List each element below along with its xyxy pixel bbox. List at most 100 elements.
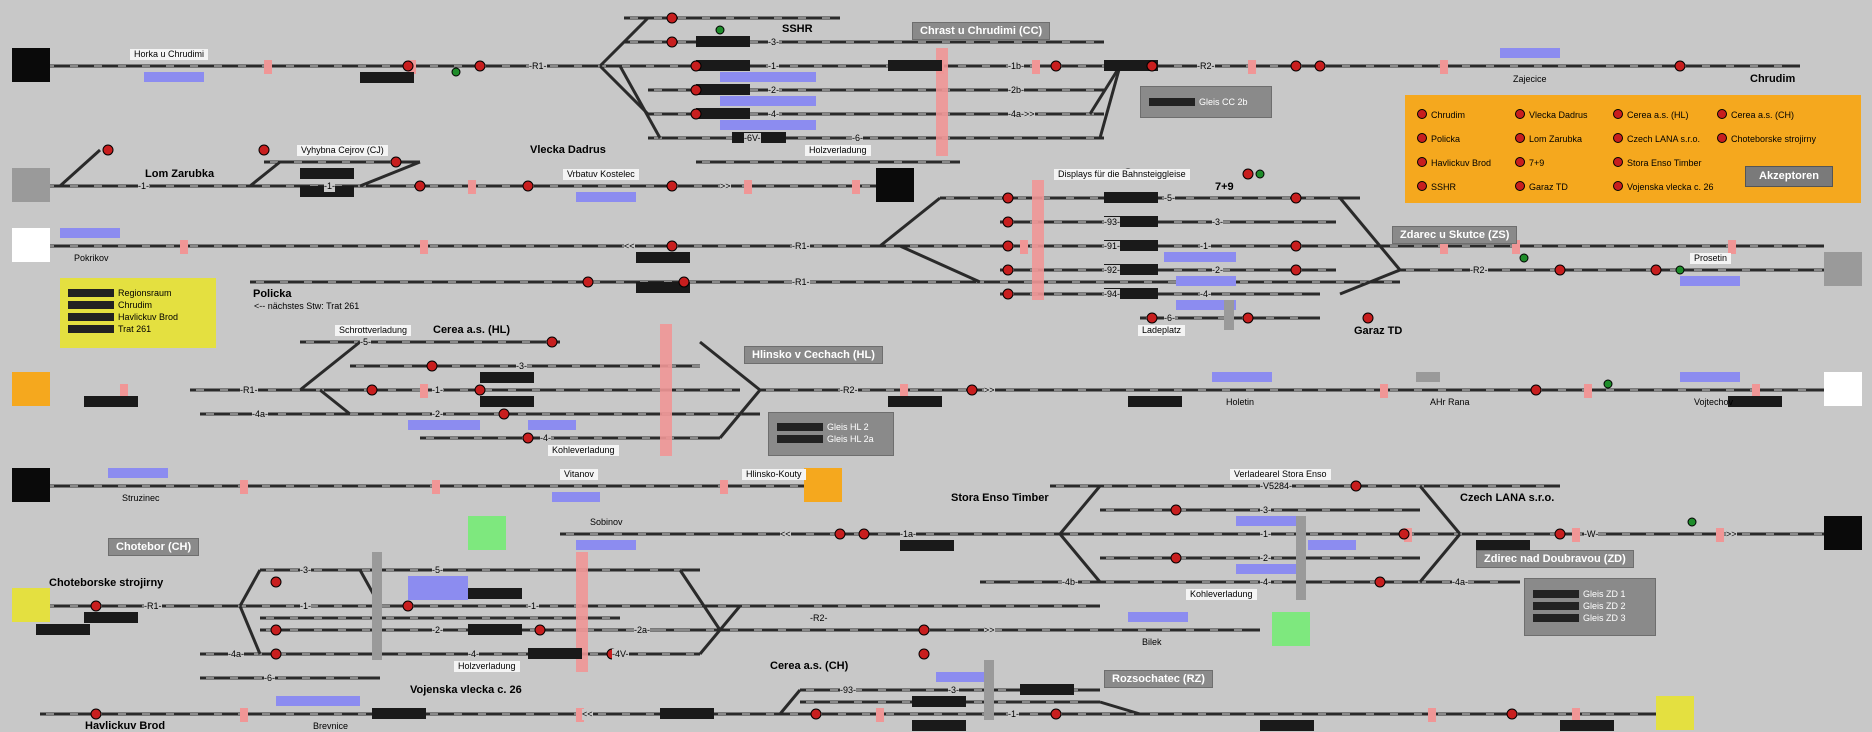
- signal-icon[interactable]: [270, 624, 282, 636]
- switch-segment[interactable]: [698, 605, 742, 655]
- switch-segment[interactable]: [58, 148, 102, 188]
- signal-icon[interactable]: [1530, 384, 1542, 396]
- signal-icon[interactable]: [522, 180, 534, 192]
- signal-icon[interactable]: [918, 648, 930, 660]
- signal-icon[interactable]: [1050, 60, 1062, 72]
- switch-segment[interactable]: [1058, 533, 1102, 583]
- signal-icon[interactable]: [366, 384, 378, 396]
- acceptor-item[interactable]: 7+9: [1515, 157, 1544, 168]
- station-hlinsko[interactable]: Hlinsko v Cechach (HL): [744, 346, 883, 364]
- signal-icon[interactable]: [1519, 253, 1529, 263]
- switch-segment[interactable]: [899, 244, 981, 284]
- signal-icon[interactable]: [498, 408, 510, 420]
- station-zdarec-skutce[interactable]: Zdarec u Skutce (ZS): [1392, 226, 1518, 244]
- switch-segment[interactable]: [1088, 65, 1122, 115]
- signal-icon[interactable]: [1050, 708, 1062, 720]
- acceptor-item[interactable]: Cerea a.s. (CH): [1717, 109, 1794, 120]
- switch-segment[interactable]: [699, 340, 761, 392]
- signal-icon[interactable]: [451, 67, 461, 77]
- signal-icon[interactable]: [1255, 169, 1265, 179]
- signal-icon[interactable]: [1650, 264, 1662, 276]
- signal-icon[interactable]: [1290, 264, 1302, 276]
- switch-segment[interactable]: [618, 65, 662, 139]
- switch-segment[interactable]: [249, 160, 281, 188]
- signal-icon[interactable]: [102, 144, 114, 156]
- switch-segment[interactable]: [238, 605, 262, 655]
- signal-icon[interactable]: [690, 60, 702, 72]
- switch-segment[interactable]: [1418, 485, 1462, 535]
- acceptor-item[interactable]: SSHR: [1417, 181, 1456, 192]
- acceptor-item[interactable]: Vlecka Dadrus: [1515, 109, 1588, 120]
- signal-icon[interactable]: [666, 240, 678, 252]
- switch-segment[interactable]: [678, 569, 722, 631]
- signal-icon[interactable]: [1290, 60, 1302, 72]
- signal-icon[interactable]: [546, 336, 558, 348]
- acceptor-item[interactable]: Garaz TD: [1515, 181, 1568, 192]
- signal-icon[interactable]: [1603, 379, 1613, 389]
- signal-icon[interactable]: [90, 708, 102, 720]
- signal-icon[interactable]: [402, 600, 414, 612]
- signal-icon[interactable]: [1554, 528, 1566, 540]
- region-row[interactable]: Havlickuv Brod: [68, 312, 178, 322]
- signal-icon[interactable]: [1170, 504, 1182, 516]
- switch-segment[interactable]: [778, 689, 802, 715]
- signal-icon[interactable]: [1002, 264, 1014, 276]
- signal-icon[interactable]: [474, 384, 486, 396]
- signal-icon[interactable]: [534, 624, 546, 636]
- signal-icon[interactable]: [1675, 265, 1685, 275]
- switch-segment[interactable]: [1058, 485, 1102, 535]
- signal-icon[interactable]: [1002, 216, 1014, 228]
- signal-icon[interactable]: [1146, 60, 1158, 72]
- signal-icon[interactable]: [1290, 240, 1302, 252]
- acceptor-item[interactable]: Vojenska vlecka c. 26: [1613, 181, 1714, 192]
- signal-icon[interactable]: [918, 624, 930, 636]
- acceptor-item[interactable]: Stora Enso Timber: [1613, 157, 1702, 168]
- acceptor-item[interactable]: Lom Zarubka: [1515, 133, 1582, 144]
- acceptor-item[interactable]: Chrudim: [1417, 109, 1465, 120]
- signal-icon[interactable]: [414, 180, 426, 192]
- acceptor-item[interactable]: Cerea a.s. (HL): [1613, 109, 1689, 120]
- signal-icon[interactable]: [270, 576, 282, 588]
- signal-icon[interactable]: [582, 276, 594, 288]
- signal-icon[interactable]: [1554, 264, 1566, 276]
- region-row[interactable]: Regionsraum: [68, 288, 172, 298]
- signal-icon[interactable]: [1687, 517, 1697, 527]
- acceptor-item[interactable]: Czech LANA s.r.o.: [1613, 133, 1700, 144]
- signal-icon[interactable]: [1242, 168, 1254, 180]
- acceptor-item[interactable]: Havlickuv Brod: [1417, 157, 1491, 168]
- signal-icon[interactable]: [426, 360, 438, 372]
- signal-icon[interactable]: [966, 384, 978, 396]
- signal-icon[interactable]: [690, 108, 702, 120]
- switch-segment[interactable]: [1418, 533, 1462, 583]
- region-row[interactable]: Chrudim: [68, 300, 152, 310]
- station-chrast[interactable]: Chrast u Chrudimi (CC): [912, 22, 1051, 40]
- signal-icon[interactable]: [678, 276, 690, 288]
- signal-icon[interactable]: [1374, 576, 1386, 588]
- signal-icon[interactable]: [402, 60, 414, 72]
- signal-icon[interactable]: [1506, 708, 1518, 720]
- signal-icon[interactable]: [1242, 312, 1254, 324]
- akzeptoren-button[interactable]: Akzeptoren: [1745, 166, 1833, 187]
- signal-icon[interactable]: [270, 648, 282, 660]
- signal-icon[interactable]: [690, 84, 702, 96]
- signal-icon[interactable]: [1314, 60, 1326, 72]
- signal-icon[interactable]: [474, 60, 486, 72]
- station-zdirec[interactable]: Zdirec nad Doubravou (ZD): [1476, 550, 1634, 568]
- switch-segment[interactable]: [1338, 197, 1402, 271]
- signal-icon[interactable]: [1350, 480, 1362, 492]
- signal-icon[interactable]: [1146, 312, 1158, 324]
- signal-icon[interactable]: [834, 528, 846, 540]
- acceptor-item[interactable]: Choteborske strojirny: [1717, 133, 1816, 144]
- station-rozsochatec[interactable]: Rozsochatec (RZ): [1104, 670, 1213, 688]
- signal-icon[interactable]: [666, 36, 678, 48]
- switch-segment[interactable]: [879, 196, 941, 248]
- switch-segment[interactable]: [598, 16, 650, 68]
- signal-icon[interactable]: [90, 600, 102, 612]
- signal-icon[interactable]: [1398, 528, 1410, 540]
- station-chotebor[interactable]: Chotebor (CH): [108, 538, 200, 556]
- signal-icon[interactable]: [1002, 192, 1014, 204]
- switch-segment[interactable]: [598, 64, 650, 116]
- switch-segment[interactable]: [299, 340, 361, 392]
- switch-segment[interactable]: [1339, 268, 1401, 296]
- switch-segment[interactable]: [238, 569, 262, 607]
